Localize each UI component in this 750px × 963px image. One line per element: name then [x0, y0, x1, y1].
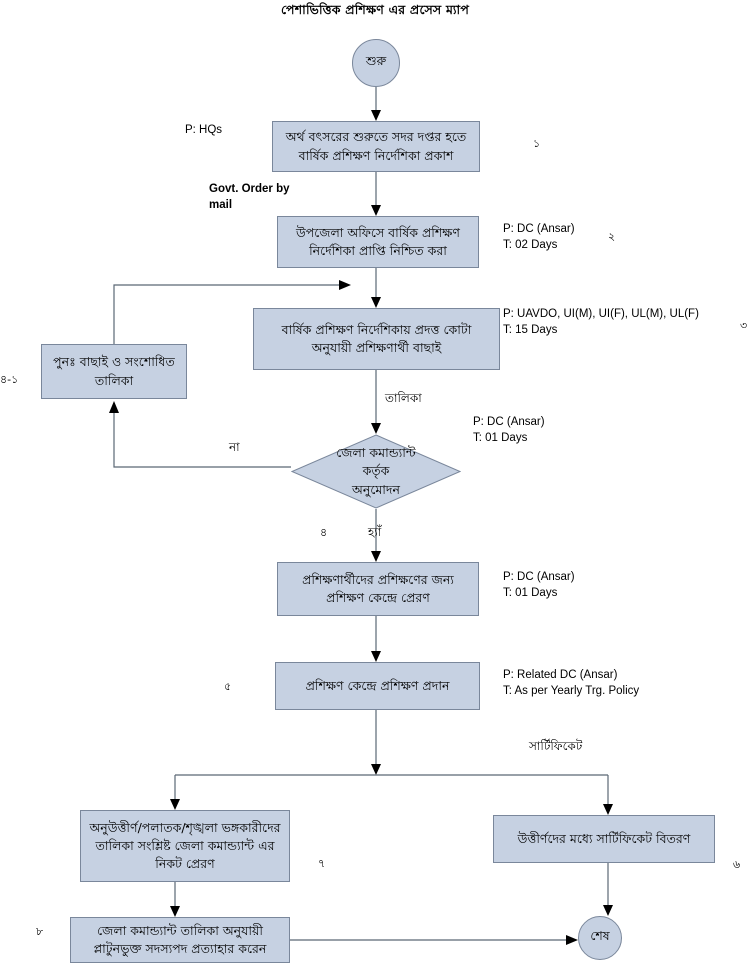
node-start[interactable]: শুরু [352, 39, 400, 87]
annotation-step3-meta: P: UAVDO, UI(M), UI(F), UL(M), UL(F) T: … [503, 308, 699, 336]
annotation-step5-meta: P: DC (Ansar) T: 01 Days [503, 571, 575, 599]
step-number-4: ৪ [320, 526, 328, 539]
edge-label-list: তালিকা [385, 391, 422, 405]
step-number-2: ২ [608, 230, 616, 243]
node-step3-label: বার্ষিক প্রশিক্ষণ নির্দেশিকায় প্রদত্ত ক… [281, 321, 472, 355]
step-number-1: ১ [533, 137, 541, 150]
step-number-5: ৫ [224, 680, 232, 693]
arrowhead-step2 [371, 205, 381, 216]
step-number-3: ৩ [740, 319, 748, 332]
node-step3[interactable]: বার্ষিক প্রশিক্ষণ নির্দেশিকায় প্রদত্ত ক… [253, 308, 500, 370]
arrowhead-fail-branch [170, 799, 180, 810]
step-number-7: ৭ [318, 857, 326, 870]
node-rework[interactable]: পুনঃ বাছাই ও সংশোধিত তালিকা [41, 344, 187, 399]
node-step1[interactable]: অর্থ বৎসরের শুরুতে সদর দপ্তর হতে বার্ষিক… [272, 121, 480, 172]
arrowhead-step3 [371, 297, 381, 308]
arrowhead-step5 [371, 551, 381, 562]
edge-label-certificate: সার্টিফিকেট [529, 739, 583, 753]
node-end[interactable]: শেষ [578, 916, 622, 960]
node-step6-label: প্রশিক্ষণ কেন্দ্রে প্রশিক্ষণ প্রদান [305, 677, 450, 693]
node-step5-label: প্রশিক্ষণার্থীদের প্রশিক্ষণের জন্য প্রশি… [302, 571, 454, 605]
arrowhead-step1 [371, 110, 381, 121]
annotation-p-hqs: P: HQs [185, 124, 223, 136]
node-pass-branch[interactable]: উত্তীর্ণদের মধ্যে সার্টিফিকেট বিতরণ [493, 815, 715, 863]
arrowhead-end-top [603, 905, 613, 916]
node-fail-branch-label: অনুউত্তীর্ণ/পলাতক/শৃঙ্খলা ভঙ্গকারীদের তা… [89, 819, 281, 872]
arrowhead-decision [371, 423, 381, 434]
node-withdraw[interactable]: জেলা কমান্ড্যান্ট তালিকা অনুযায়ী প্লাটু… [70, 917, 290, 963]
arrowhead-step6 [371, 651, 381, 662]
node-step2-label: উপজেলা অফিসে বার্ষিক প্রশিক্ষণ নির্দেশিক… [296, 224, 460, 258]
node-pass-branch-label: উত্তীর্ণদের মধ্যে সার্টিফিকেট বিতরণ [517, 830, 691, 846]
arrowhead-rejoin [339, 280, 351, 290]
node-decision[interactable]: জেলা কমান্ড্যান্ট কর্তৃক অনুমোদন [291, 434, 461, 509]
edge-decision-no [113, 412, 291, 468]
arrowhead-rework [109, 401, 119, 413]
step-number-4-1: ৪-১ [0, 373, 19, 386]
node-step6[interactable]: প্রশিক্ষণ কেন্দ্রে প্রশিক্ষণ প্রদান [275, 662, 480, 710]
edge-label-no: না [229, 440, 240, 454]
annotation-step2-meta: P: DC (Ansar) T: 02 Days [503, 223, 575, 251]
arrowhead-pass-branch [603, 804, 613, 815]
step-number-8: ৮ [36, 925, 44, 938]
annotation-govt-order: Govt. Order by mail [209, 183, 290, 211]
node-end-label: শেষ [590, 928, 610, 943]
arrowhead-split [371, 764, 381, 775]
arrowhead-withdraw [170, 906, 180, 917]
node-fail-branch[interactable]: অনুউত্তীর্ণ/পলাতক/শৃঙ্খলা ভঙ্গকারীদের তা… [80, 810, 290, 882]
node-withdraw-label: জেলা কমান্ড্যান্ট তালিকা অনুযায়ী প্লাটু… [93, 922, 267, 956]
node-rework-label: পুনঃ বাছাই ও সংশোধিত তালিকা [53, 354, 175, 388]
arrowhead-end-left [566, 935, 578, 945]
decision-shape [291, 434, 461, 509]
page-title: পেশাভিত্তিক প্রশিক্ষণ এর প্রসেস ম্যাপ [280, 2, 470, 17]
node-step2[interactable]: উপজেলা অফিসে বার্ষিক প্রশিক্ষণ নির্দেশিক… [277, 216, 479, 268]
node-start-label: শুরু [365, 53, 387, 68]
node-step1-label: অর্থ বৎসরের শুরুতে সদর দপ্তর হতে বার্ষিক… [285, 129, 467, 163]
node-step5[interactable]: প্রশিক্ষণার্থীদের প্রশিক্ষণের জন্য প্রশি… [277, 562, 479, 616]
step-number-6: ৬ [733, 858, 741, 871]
edge-label-yes: হ্যাঁ [368, 525, 382, 539]
annotation-step6-meta: P: Related DC (Ansar) T: As per Yearly T… [503, 669, 640, 697]
annotation-decision-meta: P: DC (Ansar) T: 01 Days [473, 416, 545, 444]
